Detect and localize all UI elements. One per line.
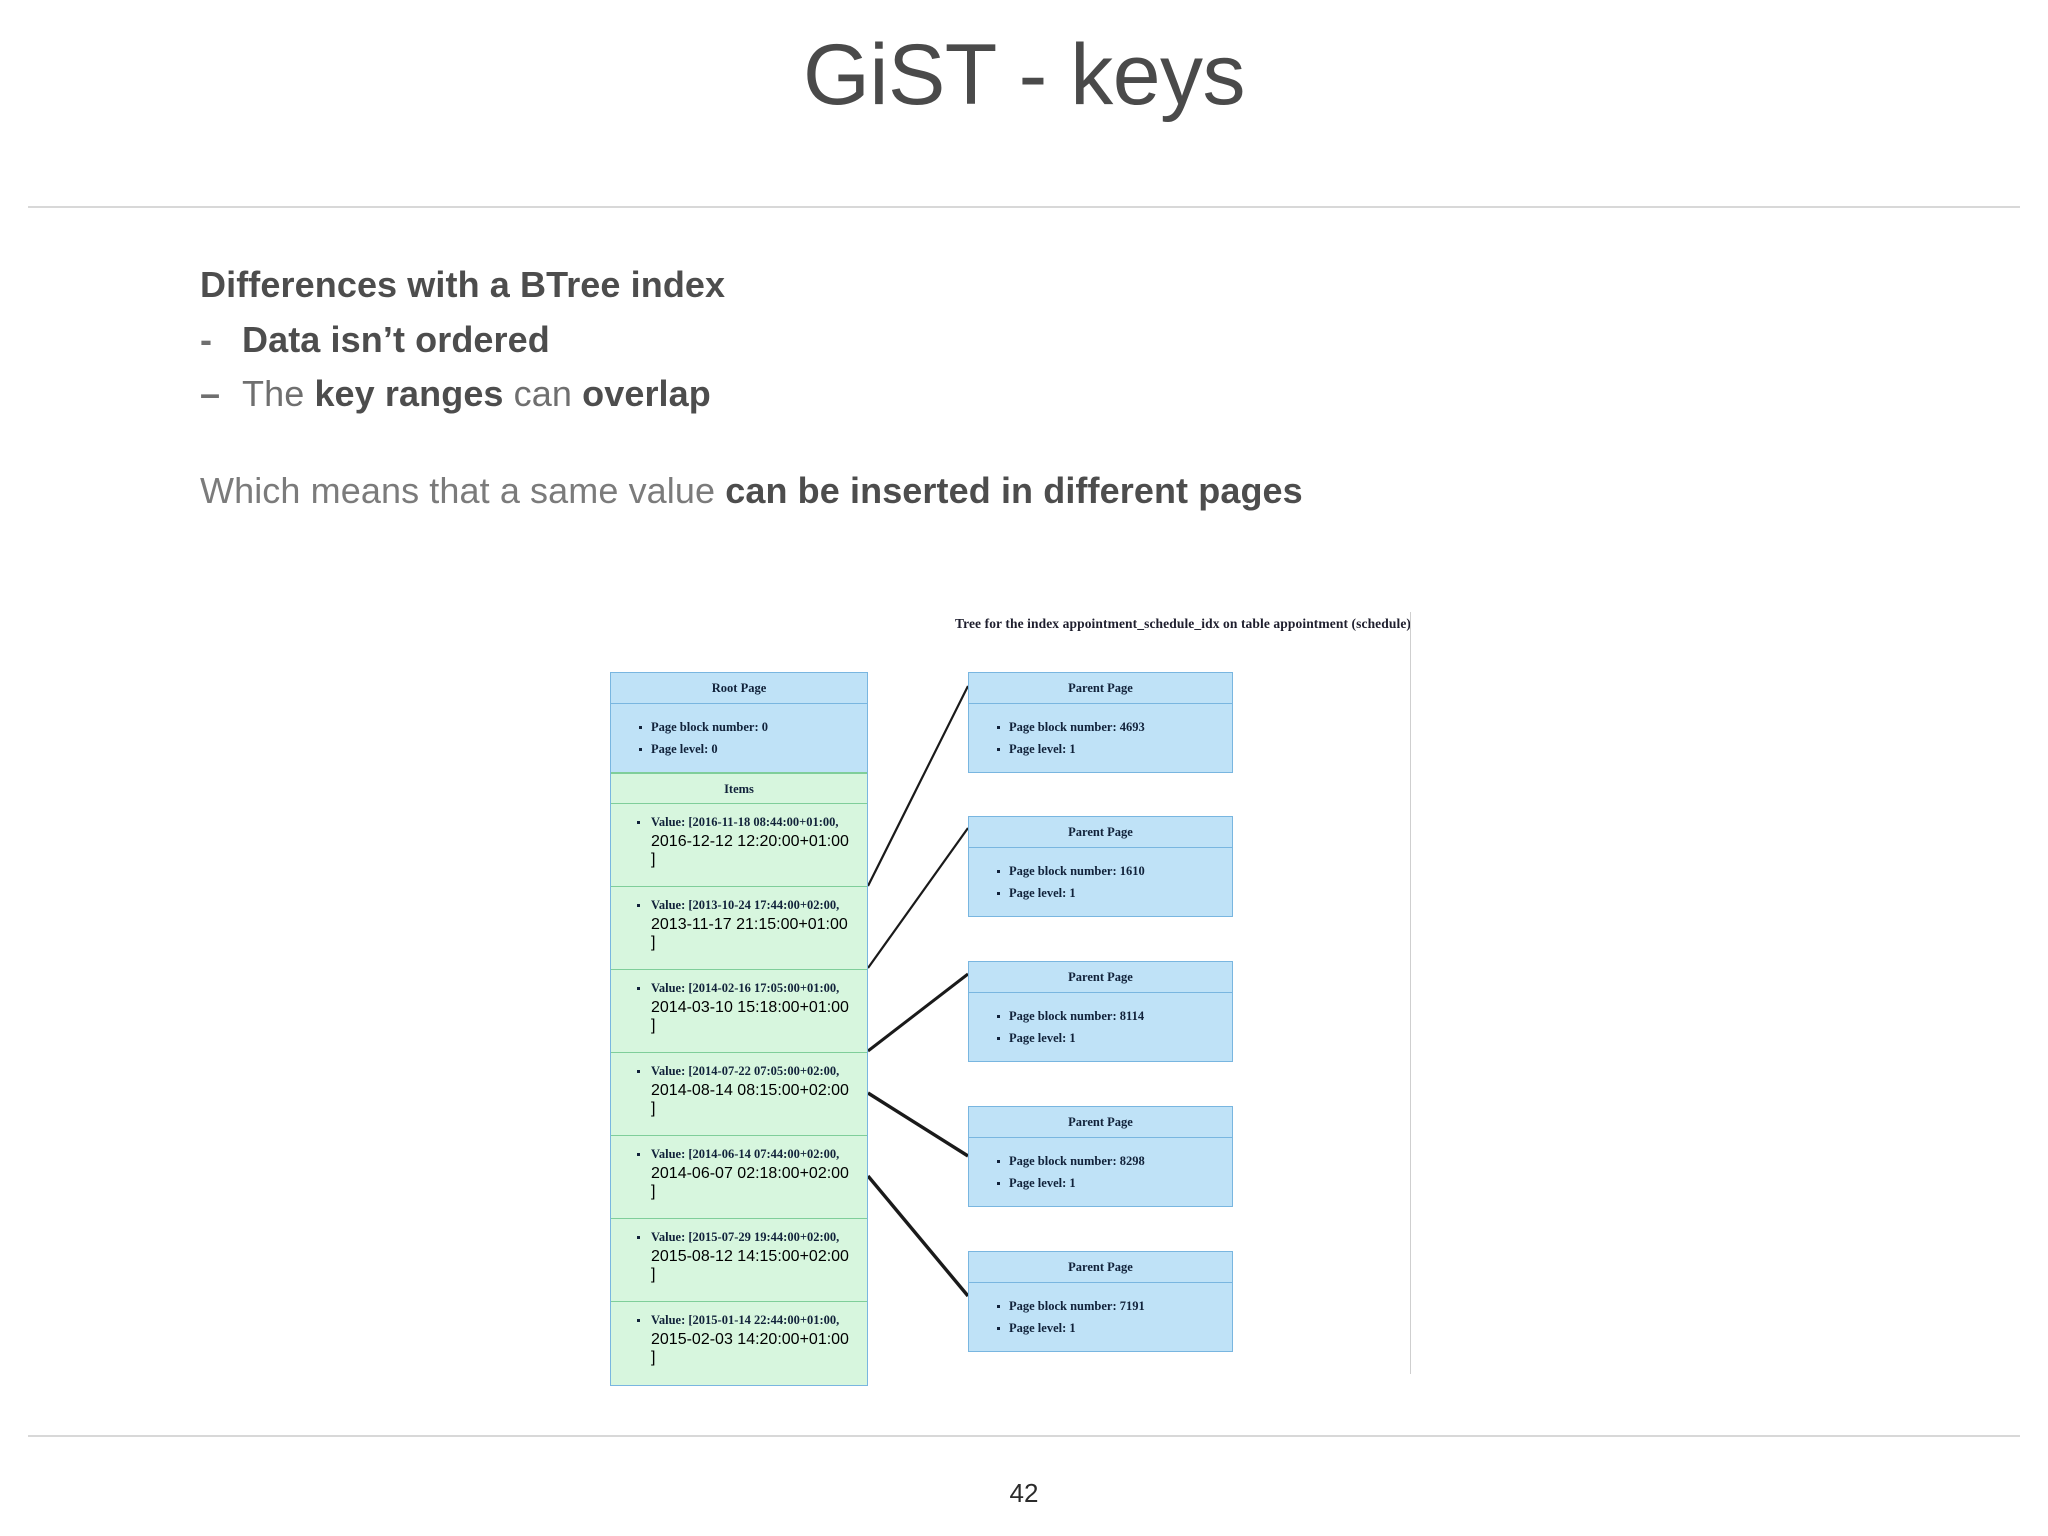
item-row[interactable]: Value: [2014-06-14 07:44:00+02:00, 2014-… <box>611 1136 867 1219</box>
parent-page-title: Parent Page <box>969 673 1232 704</box>
item-value-line-2: 2014-03-10 15:18:00+01:00 <box>651 998 849 1016</box>
parent-page-box-0[interactable]: Parent Page Page block number: 4693 Page… <box>968 672 1233 773</box>
diagram-caption: Tree for the index appointment_schedule_… <box>955 616 1412 631</box>
parent-page-attributes: Page block number: 1610 Page level: 1 <box>969 848 1232 916</box>
bullet-text-mid: can <box>503 373 583 415</box>
parent-page-box-1[interactable]: Parent Page Page block number: 1610 Page… <box>968 816 1233 917</box>
root-page-level: Page level: 0 <box>639 739 867 761</box>
lead-text-bold: can be inserted in different pages <box>725 470 1303 511</box>
header-divider <box>28 206 2020 208</box>
parent-page-level: Page level: 1 <box>997 1028 1232 1050</box>
parent-page-box-3[interactable]: Parent Page Page block number: 8298 Page… <box>968 1106 1233 1207</box>
parent-page-level: Page level: 1 <box>997 1173 1232 1195</box>
item-value-line-1: Value: [2015-01-14 22:44:00+01:00, <box>633 1311 861 1331</box>
parent-page-block-number: Page block number: 7191 <box>997 1296 1232 1318</box>
root-page-box[interactable]: Root Page Page block number: 0 Page leve… <box>610 672 868 1386</box>
item-value-line-1: Value: [2014-02-16 17:05:00+01:00, <box>633 979 861 999</box>
item-value-line-1: Value: [2014-07-22 07:05:00+02:00, <box>633 1062 861 1082</box>
item-value-line-2: 2015-02-03 14:20:00+01:00 <box>651 1330 849 1348</box>
item-value-line-2: 2015-08-12 14:15:00+02:00 <box>651 1247 849 1265</box>
bullet-dash: – <box>200 373 221 415</box>
root-page-attributes: Page block number: 0 Page level: 0 <box>611 704 867 773</box>
item-value-line-2: 2014-06-07 02:18:00+02:00 <box>651 1164 849 1182</box>
item-value-line-1: Value: [2013-10-24 17:44:00+02:00, <box>633 896 861 916</box>
item-value-line-1: Value: [2014-06-14 07:44:00+02:00, <box>633 1145 861 1165</box>
item-row[interactable]: Value: [2016-11-18 08:44:00+01:00, 2016-… <box>611 804 867 887</box>
parent-page-attributes: Page block number: 7191 Page level: 1 <box>969 1283 1232 1351</box>
parent-page-level: Page level: 1 <box>997 1318 1232 1340</box>
page-number: 42 <box>1009 1478 1039 1508</box>
parent-page-level: Page level: 1 <box>997 883 1232 905</box>
bullet-text: Data isn’t ordered <box>242 318 550 360</box>
parent-page-block-number: Page block number: 8114 <box>997 1006 1232 1028</box>
bullet-text-overlap: overlap <box>582 373 711 415</box>
parent-page-title: Parent Page <box>969 1252 1232 1283</box>
bullet-text-pre: The <box>242 373 315 415</box>
diagram-vertical-divider <box>1410 612 1411 1374</box>
item-value-line-3: ] <box>651 850 656 868</box>
parent-page-block-number: Page block number: 8298 <box>997 1151 1232 1173</box>
content-block: Differences with a BTree index -Data isn… <box>200 258 1700 422</box>
lead-text-pre: Which means that a same value <box>200 470 726 511</box>
root-page-title: Root Page <box>611 673 867 704</box>
parent-page-attributes: Page block number: 4693 Page level: 1 <box>969 704 1232 772</box>
item-row[interactable]: Value: [2014-07-22 07:05:00+02:00, 2014-… <box>611 1053 867 1136</box>
parent-page-block-number: Page block number: 1610 <box>997 861 1232 883</box>
item-value-line-2: 2013-11-17 21:15:00+01:00 <box>651 915 848 933</box>
item-row[interactable]: Value: [2015-01-14 22:44:00+01:00, 2015-… <box>611 1302 867 1385</box>
item-value-line-3: ] <box>651 933 656 951</box>
parent-page-block-number: Page block number: 4693 <box>997 717 1232 739</box>
item-value-line-3: ] <box>651 1348 656 1366</box>
parent-page-attributes: Page block number: 8298 Page level: 1 <box>969 1138 1232 1206</box>
root-page-block-number: Page block number: 0 <box>639 717 867 739</box>
item-value-line-3: ] <box>651 1265 656 1283</box>
bullet-dash: - <box>200 318 213 360</box>
item-value-line-2: 2014-08-14 08:15:00+02:00 <box>651 1081 849 1099</box>
bullet-item-0: -Data isn’t ordered <box>200 313 1700 368</box>
item-row[interactable]: Value: [2015-07-29 19:44:00+02:00, 2015-… <box>611 1219 867 1302</box>
parent-page-title: Parent Page <box>969 1107 1232 1138</box>
bullet-text-key-ranges: key ranges <box>314 373 504 415</box>
lead-paragraph: Which means that a same value can be ins… <box>200 470 1303 512</box>
parent-page-attributes: Page block number: 8114 Page level: 1 <box>969 993 1232 1061</box>
bullet-item-1: –The key ranges can overlap <box>200 367 1700 422</box>
item-row[interactable]: Value: [2013-10-24 17:44:00+02:00, 2013-… <box>611 887 867 970</box>
item-value-line-3: ] <box>651 1016 656 1034</box>
parent-page-level: Page level: 1 <box>997 739 1232 761</box>
item-row[interactable]: Value: [2014-02-16 17:05:00+01:00, 2014-… <box>611 970 867 1053</box>
item-value-line-2: 2016-12-12 12:20:00+01:00 <box>651 832 849 850</box>
page-title: GiST - keys <box>802 27 1246 123</box>
item-value-line-1: Value: [2016-11-18 08:44:00+01:00, <box>633 813 861 833</box>
item-value-line-1: Value: [2015-07-29 19:44:00+02:00, <box>633 1228 861 1248</box>
parent-page-title: Parent Page <box>969 817 1232 848</box>
footer-divider <box>28 1435 2020 1437</box>
parent-page-box-2[interactable]: Parent Page Page block number: 8114 Page… <box>968 961 1233 1062</box>
gist-tree-diagram: Tree for the index appointment_schedule_… <box>610 596 1460 1406</box>
parent-page-box-4[interactable]: Parent Page Page block number: 7191 Page… <box>968 1251 1233 1352</box>
content-heading: Differences with a BTree index <box>200 264 726 305</box>
item-value-line-3: ] <box>651 1099 656 1117</box>
item-value-line-3: ] <box>651 1182 656 1200</box>
items-header: Items <box>611 773 867 804</box>
parent-page-title: Parent Page <box>969 962 1232 993</box>
